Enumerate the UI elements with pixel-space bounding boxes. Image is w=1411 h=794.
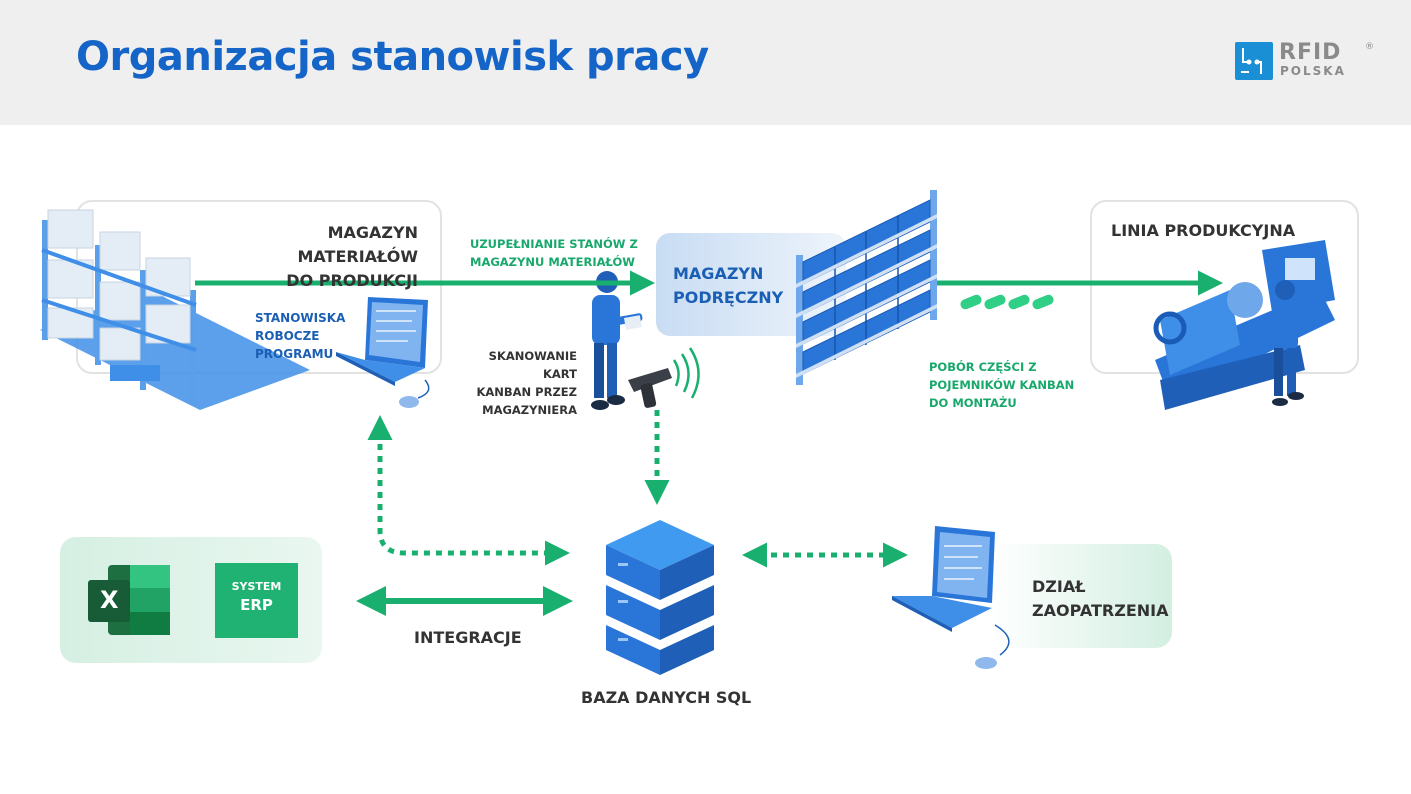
logo-registered-mark: ® — [1365, 42, 1374, 52]
local-store-label: MAGAZYN PODRĘCZNY — [673, 262, 783, 310]
procurement-panel — [990, 544, 1172, 648]
scanning-label-line: KANBAN PRZEZ — [476, 385, 577, 399]
workstation-db-connector — [367, 415, 570, 566]
machine-operator-icon — [1272, 280, 1304, 406]
picking-label-line: DO MONTAŻU — [929, 396, 1017, 410]
picking-label: POBÓR CZĘŚCI Z POJEMNIKÓW KANBAN DO MONT… — [929, 358, 1074, 412]
erp-label-line: SYSTEM — [231, 580, 282, 593]
picking-label-line: POBÓR CZĘŚCI Z — [929, 360, 1037, 374]
local-store-label-line: MAGAZYN — [673, 264, 764, 283]
sql-database-icon — [606, 520, 714, 675]
scanning-label-line: MAGAZYNIERA — [482, 403, 577, 417]
production-machine-icon — [1153, 240, 1335, 410]
replenish-label-line: UZUPEŁNIANIE STANÓW Z — [470, 237, 638, 251]
procurement-label: DZIAŁ ZAOPATRZENIA — [1032, 575, 1168, 623]
workstations-label-line: ROBOCZE — [255, 329, 320, 343]
erp-tile — [215, 563, 298, 638]
erp-label: SYSTEM ERP — [215, 580, 298, 614]
kanban-shelf-icon — [796, 190, 937, 385]
workstations-label-line: PROGRAMU — [255, 347, 334, 361]
picking-label-line: POJEMNIKÓW KANBAN — [929, 378, 1075, 392]
logo-mark-icon — [1235, 42, 1273, 80]
warehouse-racks-icon — [40, 209, 310, 410]
warehouse-label-line: DO PRODUKCJI — [286, 271, 418, 290]
erp-label-line: ERP — [240, 596, 273, 614]
warehouse-label-line: MAGAZYN MATERIAŁÓW — [297, 223, 418, 266]
scanning-label-line: SKANOWANIE KART — [488, 349, 577, 381]
procurement-label-line: ZAOPATRZENIA — [1032, 601, 1169, 620]
excel-icon — [88, 565, 170, 635]
workstations-label: STANOWISKA ROBOCZE PROGRAMU — [255, 309, 345, 363]
logo-sub-text: POLSKA — [1280, 64, 1346, 78]
excel-letter: X — [100, 586, 119, 614]
production-line-label: LINIA PRODUKCYJNA — [1111, 221, 1296, 240]
procurement-laptop-icon — [892, 526, 1010, 669]
page-title: Organizacja stanowisk pracy — [76, 34, 709, 80]
replenish-label-line: MAGAZYNU MATERIAŁÓW — [470, 255, 635, 269]
warehouse-label: MAGAZYN MATERIAŁÓW DO PRODUKCJI — [213, 221, 418, 293]
kanban-parts-icon — [960, 294, 1054, 310]
logo-main-text: RFID — [1279, 40, 1342, 65]
workstation-laptop-icon — [336, 297, 430, 408]
database-label: BAZA DANYCH SQL — [581, 688, 752, 707]
workstations-label-line: STANOWISKA — [255, 311, 346, 325]
integration-label: INTEGRACJE — [414, 628, 522, 647]
scanning-label: SKANOWANIE KART KANBAN PRZEZ MAGAZYNIERA — [452, 347, 577, 419]
rfid-scanner-icon — [628, 347, 700, 408]
header-bar: Organizacja stanowisk pracy RFID POLSKA … — [0, 0, 1411, 125]
rfid-polska-logo: RFID POLSKA ® — [1235, 40, 1375, 82]
local-store-label-line: PODRĘCZNY — [673, 288, 784, 307]
procurement-label-line: DZIAŁ — [1032, 577, 1086, 596]
replenish-label: UZUPEŁNIANIE STANÓW Z MAGAZYNU MATERIAŁÓ… — [470, 235, 638, 271]
